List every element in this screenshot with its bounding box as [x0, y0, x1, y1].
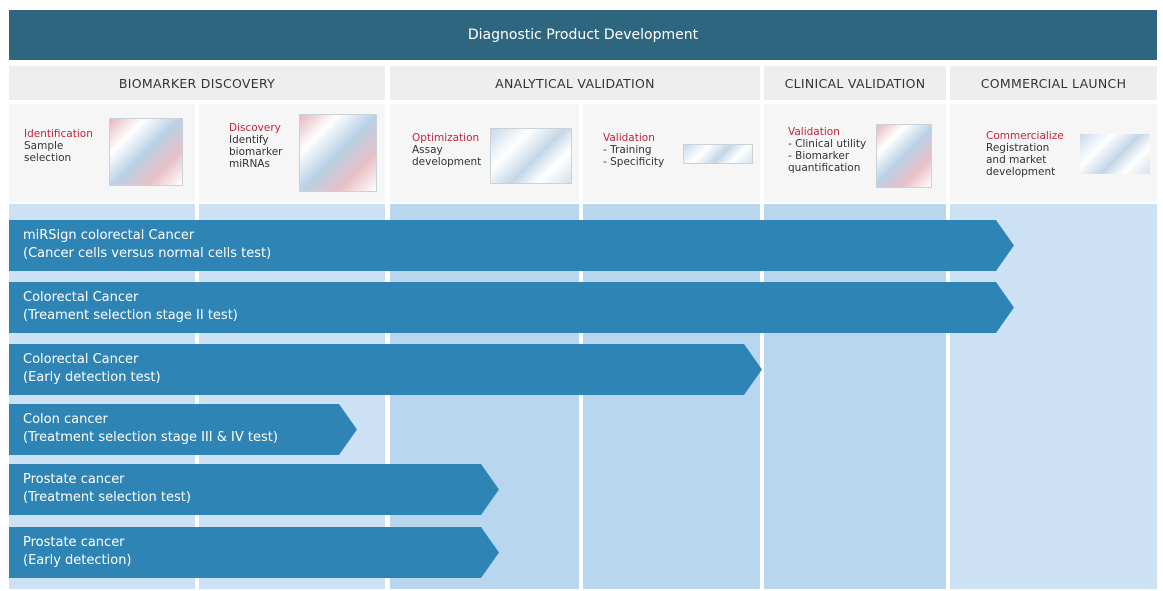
- pipeline-label: Prostate cancer (Treatment selection tes…: [23, 471, 191, 507]
- clinical-chart-image: [876, 124, 932, 188]
- pipeline-bar-mirsign-colorectal: miRSign colorectal Cancer (Cancer cells …: [9, 220, 1014, 271]
- phase-header-row: BIOMARKER DISCOVERY ANALYTICAL VALIDATIO…: [9, 66, 1157, 100]
- step-title: Identification: [24, 128, 93, 140]
- step-description: Identify biomarker miRNAs: [229, 134, 283, 170]
- pipeline-name: Prostate cancer: [23, 535, 125, 550]
- stage-columns: miRSign colorectal Cancer (Cancer cells …: [9, 204, 1157, 589]
- pipeline-bar-prostate-early-detection: Prostate cancer (Early detection): [9, 527, 499, 578]
- step-identification: Identification Sample selection: [9, 104, 195, 202]
- phase-analytical-validation: ANALYTICAL VALIDATION: [390, 66, 760, 100]
- step-title: Validation: [788, 126, 840, 138]
- pipeline-label: Colorectal Cancer (Treament selection st…: [23, 289, 238, 325]
- pipeline-label: miRSign colorectal Cancer (Cancer cells …: [23, 227, 271, 263]
- diagram-banner: Diagnostic Product Development: [9, 10, 1157, 60]
- step-validation-clinical: Validation - Clinical utility - Biomarke…: [764, 104, 946, 202]
- steps-row: Identification Sample selection Discover…: [9, 104, 1157, 202]
- phase-commercial-launch: COMMERCIAL LAUNCH: [950, 66, 1157, 100]
- pipeline-name: Prostate cancer: [23, 472, 125, 487]
- pipeline-detail: (Treatment selection test): [23, 490, 191, 505]
- step-description: - Clinical utility - Biomarker quantific…: [788, 138, 867, 174]
- pipeline-detail: (Treatment selection stage III & IV test…: [23, 430, 278, 445]
- assay-image: [490, 128, 572, 184]
- phase-clinical-validation: CLINICAL VALIDATION: [764, 66, 946, 100]
- step-description: Registration and market development: [986, 142, 1056, 178]
- step-optimization: Optimization Assay development: [390, 104, 579, 202]
- step-title: Commercialize: [986, 130, 1064, 142]
- pipeline-arrow: [9, 344, 762, 395]
- step-title: Discovery: [229, 122, 281, 134]
- step-description: - Training - Specificity: [603, 144, 665, 168]
- pipeline-name: Colon cancer: [23, 412, 108, 427]
- pipeline-arrow: [9, 282, 1014, 333]
- pipeline-bar-colorectal-treatment-stage-ii: Colorectal Cancer (Treament selection st…: [9, 282, 1014, 333]
- pipeline-bar-colorectal-early-detection: Colorectal Cancer (Early detection test): [9, 344, 762, 395]
- product-kit-image: [1080, 134, 1150, 174]
- pipeline-detail: (Early detection test): [23, 370, 161, 385]
- pipeline-bar-colon-treatment-stage-iii-iv: Colon cancer (Treatment selection stage …: [9, 404, 357, 455]
- pipeline-name: miRSign colorectal Cancer: [23, 228, 195, 243]
- sample-image: [109, 118, 183, 186]
- phase-biomarker-discovery: BIOMARKER DISCOVERY: [9, 66, 385, 100]
- pipeline-arrow: [9, 404, 357, 455]
- pipeline-detail: (Treament selection stage II test): [23, 308, 238, 323]
- pipeline-name: Colorectal Cancer: [23, 290, 139, 305]
- training-image: [683, 144, 753, 164]
- step-description: Assay development: [412, 144, 482, 168]
- pipeline-arrow: [9, 220, 1014, 271]
- step-discovery: Discovery Identify biomarker miRNAs: [199, 104, 385, 202]
- step-validation-analytical: Validation - Training - Specificity: [583, 104, 760, 202]
- step-description: Sample selection: [24, 140, 72, 164]
- pipeline-arrow: [9, 527, 499, 578]
- pipeline-detail: (Early detection): [23, 553, 132, 568]
- pipeline-label: Colorectal Cancer (Early detection test): [23, 351, 161, 387]
- diagram-title: Diagnostic Product Development: [467, 27, 699, 43]
- pipeline-name: Colorectal Cancer: [23, 352, 139, 367]
- heatmap-image: [299, 114, 377, 192]
- pipeline-bar-prostate-treatment: Prostate cancer (Treatment selection tes…: [9, 464, 499, 515]
- pipeline-arrow: [9, 464, 499, 515]
- pipeline-label: Prostate cancer (Early detection): [23, 534, 132, 570]
- pipeline-detail: (Cancer cells versus normal cells test): [23, 246, 272, 261]
- step-title: Validation: [603, 132, 655, 144]
- step-commercialize: Commercialize Registration and market de…: [950, 104, 1157, 202]
- pipeline-label: Colon cancer (Treatment selection stage …: [23, 411, 278, 447]
- step-title: Optimization: [412, 132, 480, 144]
